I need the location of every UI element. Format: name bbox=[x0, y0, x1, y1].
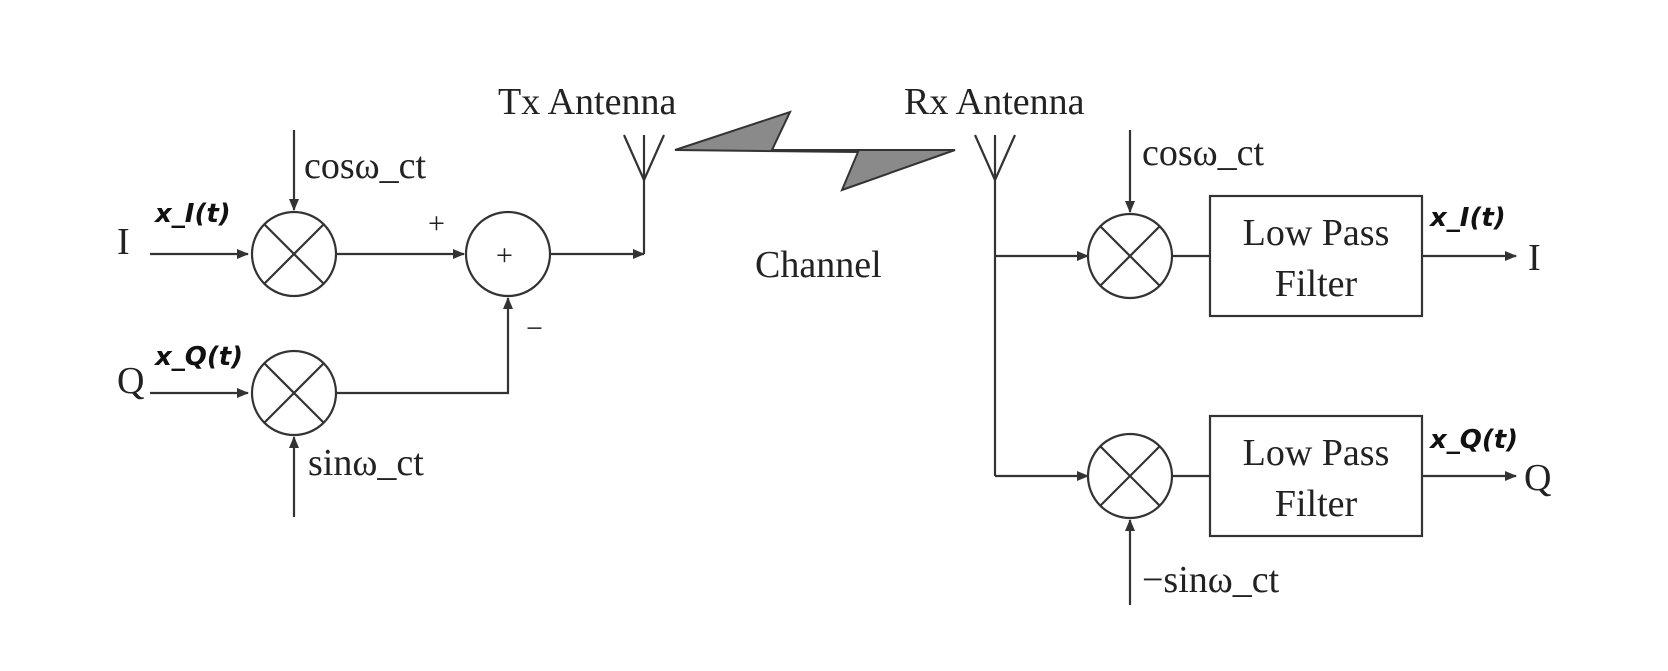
rx-low-pass-filter-q: Low Pass Filter bbox=[1208, 414, 1424, 538]
rx-signal-q-label: x_Q(t) bbox=[1428, 425, 1518, 455]
tx-signal-q-label: x_Q(t) bbox=[153, 342, 243, 372]
tx-carrier-cos-label: cosω_ct bbox=[304, 145, 427, 187]
channel-lightning-icon bbox=[674, 110, 956, 192]
tx-adder-symbol: + bbox=[496, 239, 513, 272]
rx-carrier-cos-label: cosω_ct bbox=[1142, 132, 1265, 174]
rx-filter-i-line1: Low Pass bbox=[1243, 212, 1390, 254]
rx-antenna-label: Rx Antenna bbox=[904, 81, 1085, 123]
tx-input-i-label: I bbox=[117, 221, 130, 263]
rx-filter-q-line1: Low Pass bbox=[1243, 432, 1390, 474]
rx-low-pass-filter-i: Low Pass Filter bbox=[1208, 194, 1424, 318]
rx-filter-q-line2: Filter bbox=[1275, 483, 1358, 525]
rx-filter-i-line2: Filter bbox=[1275, 263, 1358, 305]
tx-adder: + bbox=[464, 210, 552, 298]
tx-mixer-q-to-adder-arrow bbox=[336, 297, 513, 395]
tx-input-q-label: Q bbox=[117, 360, 144, 402]
tx-sum-plus-sign: + bbox=[428, 207, 445, 240]
rx-mixer-i bbox=[1086, 212, 1174, 300]
channel-label: Channel bbox=[755, 244, 882, 286]
rx-mixer-q bbox=[1086, 432, 1174, 520]
rx-output-i-label: I bbox=[1528, 237, 1541, 279]
rx-antenna-icon bbox=[973, 134, 1017, 181]
rx-signal-i-label: x_I(t) bbox=[1428, 203, 1506, 233]
tx-sum-minus-sign: − bbox=[526, 312, 543, 345]
tx-antenna-icon bbox=[622, 134, 666, 181]
tx-signal-i-label: x_I(t) bbox=[153, 199, 231, 229]
rx-output-q-label: Q bbox=[1524, 457, 1551, 499]
tx-mixer-i bbox=[250, 210, 338, 298]
rx-carrier-neg-sin-label: −sinω_ct bbox=[1142, 559, 1280, 601]
tx-antenna-label: Tx Antenna bbox=[498, 81, 676, 123]
tx-carrier-sin-label: sinω_ct bbox=[308, 442, 424, 484]
tx-mixer-q bbox=[250, 349, 338, 437]
